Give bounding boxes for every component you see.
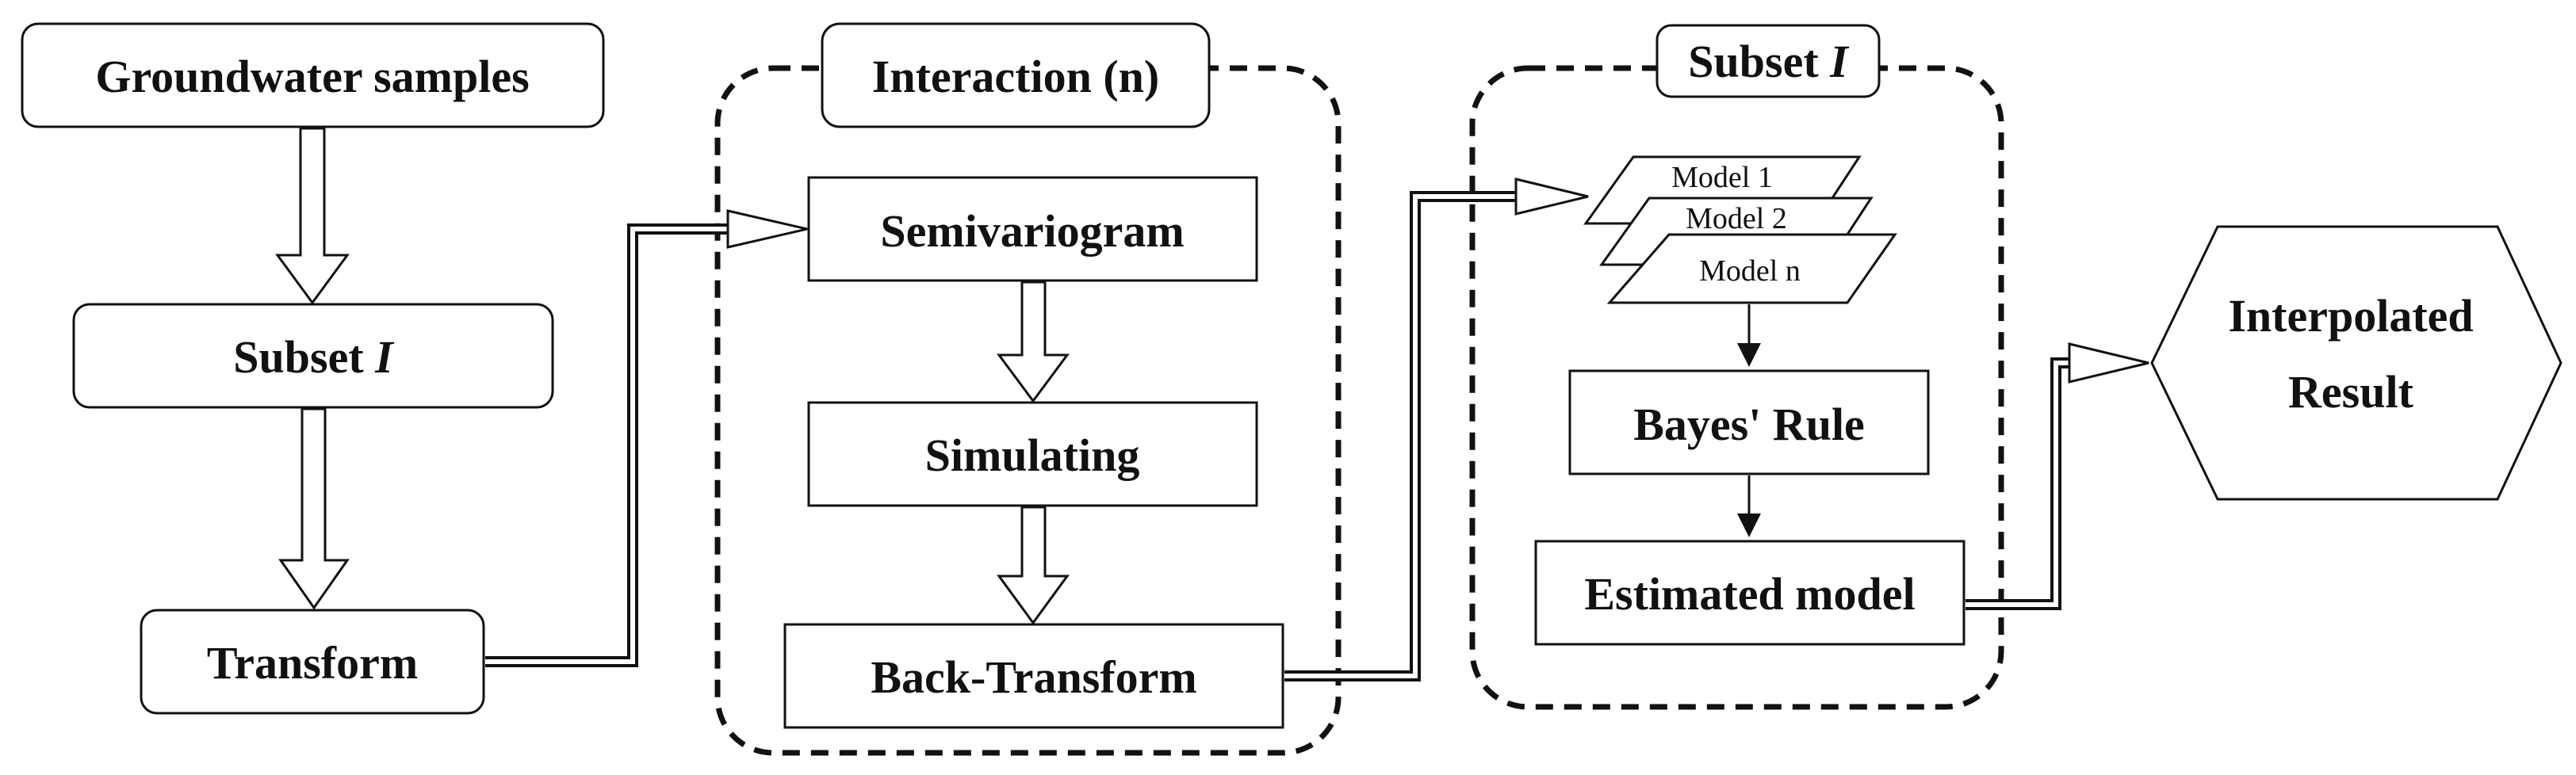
right-arrow-head-2 <box>1514 178 1589 216</box>
pipe-backtransform-to-models <box>1284 191 1518 681</box>
model-2-label: Model 2 <box>1686 202 1787 235</box>
model-n-shape <box>1606 233 1897 304</box>
model-1-label: Model 1 <box>1671 161 1773 194</box>
down-arrow-4 <box>997 506 1070 625</box>
semivariogram-label: Semivariogram <box>880 205 1184 257</box>
interpolated-result-line1: Interpolated <box>2228 290 2473 342</box>
groundwater-samples-label: Groundwater samples <box>95 51 529 102</box>
subset-box <box>72 303 554 409</box>
bayes-rule-box <box>1568 369 1930 475</box>
groundwater-samples-box <box>21 22 605 128</box>
bayes-rule-label: Bayes' Rule <box>1633 399 1865 450</box>
simulating-box <box>807 401 1258 507</box>
transform-label: Transform <box>207 637 418 689</box>
back-transform-box <box>783 623 1284 729</box>
right-arrow-head-3 <box>2068 342 2149 384</box>
semivariogram-box <box>807 176 1258 282</box>
interaction-title: Interaction (n) <box>872 51 1159 102</box>
subset-label: Subset I <box>233 331 395 383</box>
down-arrow-3 <box>997 281 1070 403</box>
interpolated-result-line2: Result <box>2288 366 2414 418</box>
subset-group-title: Subset I <box>1688 36 1850 87</box>
estimated-model-box <box>1534 540 1965 646</box>
interaction-group-border <box>714 65 1342 756</box>
back-transform-label: Back-Transform <box>871 651 1196 703</box>
pipe-transform-to-semivariogram <box>485 223 729 667</box>
down-arrow-2 <box>278 407 350 610</box>
model-n-label: Model n <box>1699 254 1801 288</box>
interpolated-result-hexagon <box>2150 225 2563 501</box>
subset-group-title-box <box>1655 24 1881 98</box>
estimated-model-label: Estimated model <box>1584 568 1915 620</box>
transform-box <box>140 609 485 715</box>
simulating-label: Simulating <box>925 429 1140 481</box>
right-arrow-head-1 <box>726 209 808 249</box>
down-arrow-1 <box>275 127 350 305</box>
interaction-title-box <box>821 22 1211 128</box>
